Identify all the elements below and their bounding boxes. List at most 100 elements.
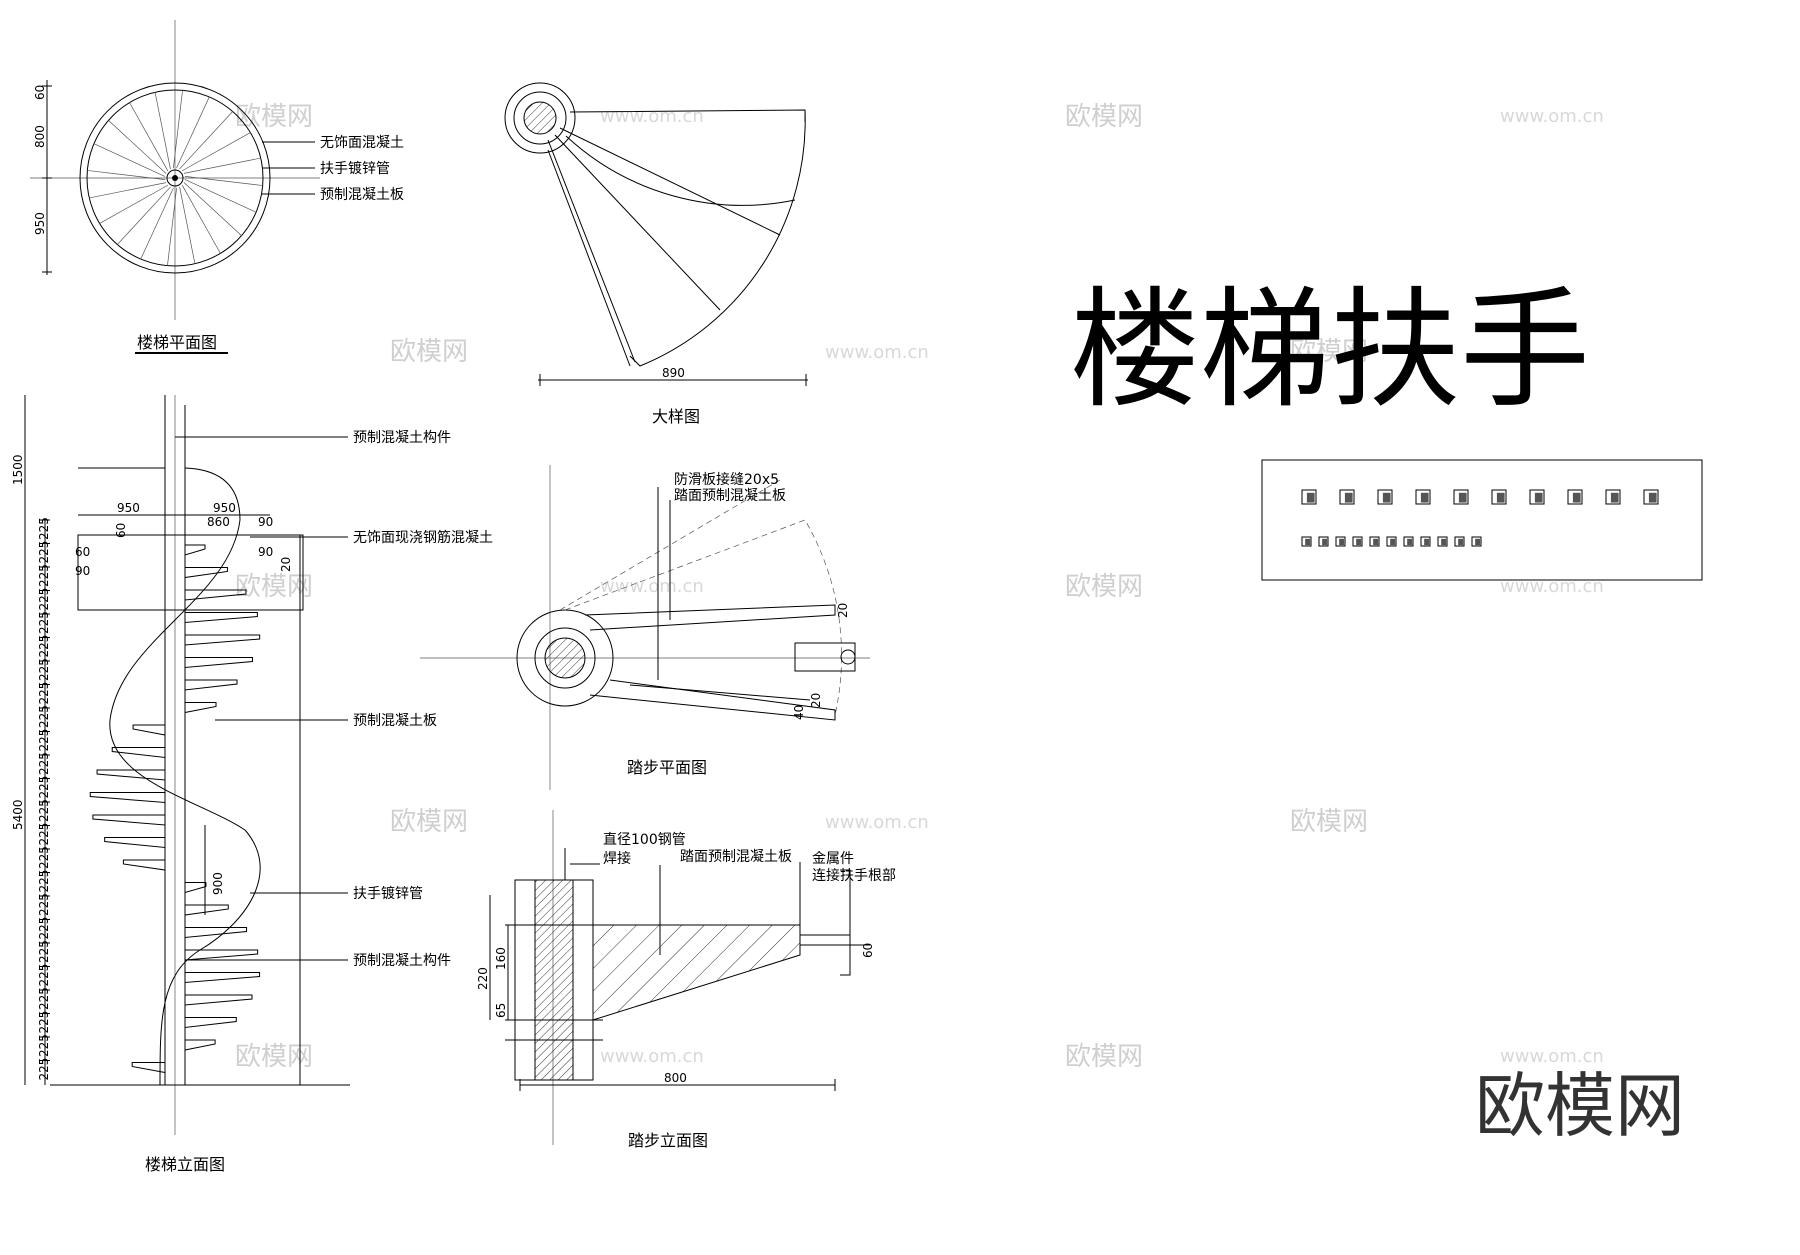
tread-spoke — [117, 186, 171, 245]
elev-step — [184, 657, 253, 669]
tread-spoke — [89, 182, 167, 199]
watermark-site: www.om.cn — [825, 812, 929, 833]
plan-label: 无饰面混凝土 — [320, 135, 404, 151]
riser-dim-label: 225 — [37, 1058, 51, 1081]
elev-step — [184, 567, 228, 579]
riser-dim-label: 225 — [37, 987, 51, 1010]
riser-dim-label: 225 — [37, 682, 51, 705]
riser-dim-label: 225 — [37, 729, 51, 752]
stair-elevation-view: 2252252252252252252252252252252252252252… — [11, 395, 493, 1174]
profile-icon-fill — [1475, 538, 1481, 546]
elev-step — [184, 634, 261, 646]
dim-label: 890 — [662, 366, 685, 380]
riser-dim-label: 225 — [37, 1011, 51, 1034]
dim-label: 60 — [861, 943, 875, 958]
watermark-brand: 欧模网 — [235, 572, 313, 602]
step-hub-ring — [534, 627, 596, 689]
elev-step — [184, 544, 206, 556]
dim-label: 950 — [117, 501, 140, 515]
plan-label: 预制混凝土板 — [320, 187, 404, 203]
dim-label: 160 — [494, 947, 508, 970]
dim-label: 90 — [258, 545, 273, 559]
dim-label: 40 — [792, 705, 806, 720]
watermark-site: www.om.cn — [600, 576, 704, 597]
elev-step — [184, 702, 217, 714]
riser-dim-label: 225 — [37, 964, 51, 987]
post-section — [523, 101, 557, 135]
tread-spoke — [181, 184, 221, 254]
step-plan-label: 防滑板接缝20x5 — [674, 471, 779, 488]
post-ring — [513, 91, 567, 145]
watermark-site: www.om.cn — [825, 342, 929, 363]
profile-icon-fill — [1610, 492, 1619, 503]
watermark-brand: 欧模网 — [390, 337, 468, 367]
tread-spokes — [87, 90, 263, 266]
step-elevation-view: 800 220 160 65 60 直径100钢管 焊接 踏面预制混凝土板 金属… — [476, 810, 896, 1150]
elev-step — [184, 1039, 216, 1051]
landing-slab — [77, 534, 304, 611]
riser-dim-label: 225 — [37, 658, 51, 681]
tread-spoke — [184, 176, 263, 186]
icon-row — [1301, 536, 1482, 547]
riser-dim-label: 225 — [37, 776, 51, 799]
watermark-layer: 欧模网 www.om.cn 欧模网 www.om.cn 欧模网 www.om.c… — [235, 102, 1604, 1072]
profile-icon-fill — [1390, 538, 1396, 546]
profile-icon-fill — [1306, 492, 1315, 503]
tread-spoke — [129, 102, 169, 172]
elev-step — [184, 972, 261, 984]
tread-rib — [554, 134, 721, 311]
plan-caption: 楼梯平面图 — [137, 333, 217, 352]
elev-step — [122, 859, 166, 871]
riser-dim-label: 225 — [37, 752, 51, 775]
elev-step — [184, 679, 238, 691]
elev-step — [132, 724, 166, 736]
riser-dim-label: 225 — [37, 893, 51, 916]
step-plan-label: 踏面预制混凝土板 — [674, 488, 786, 504]
riser-dim-label: 225 — [37, 1034, 51, 1057]
elev-step — [96, 769, 166, 781]
elev-label: 预制混凝土构件 — [353, 953, 451, 969]
steel-pipe-section — [534, 879, 574, 1081]
riser-dim-label: 225 — [37, 705, 51, 728]
step-tread-upper — [584, 604, 836, 631]
profile-icon-fill — [1496, 492, 1505, 503]
dim-label: 220 — [476, 967, 490, 990]
tread-spoke — [181, 132, 251, 172]
profile-icon-fill — [1420, 492, 1429, 503]
profile-icon-fill — [1344, 492, 1353, 503]
riser-dim-label: 225 — [37, 635, 51, 658]
elev-step — [184, 612, 258, 624]
dim-label: 65 — [494, 1003, 508, 1018]
tread-spoke — [93, 143, 166, 177]
riser-dim-label: 225 — [37, 611, 51, 634]
dim-label: 800 — [664, 1071, 687, 1085]
profile-icon-fill — [1424, 538, 1430, 546]
tread-spoke — [179, 111, 233, 170]
profile-icon-fill — [1458, 538, 1464, 546]
end-plate — [794, 642, 856, 672]
step-hub-core — [544, 637, 586, 679]
watermark-site: www.om.cn — [600, 106, 704, 127]
riser-dim-label: 225 — [37, 940, 51, 963]
elev-step — [111, 747, 166, 759]
profile-icon-fill — [1534, 492, 1543, 503]
step-elev-label: 焊接 — [603, 850, 631, 867]
profile-icon-fill — [1648, 492, 1657, 503]
dim-label: 950 — [213, 501, 236, 515]
watermark-brand: 欧模网 — [1065, 102, 1143, 132]
elev-step — [184, 904, 229, 916]
tread-spoke — [173, 90, 183, 169]
stair-plan-view: 60 800 950 无饰面混凝土 扶手镀锌管 预制混凝土板 楼梯平面图 — [30, 20, 404, 354]
dim-label: 20 — [809, 693, 823, 708]
elev-label: 预制混凝土构件 — [353, 430, 451, 446]
riser-dim-label: 225 — [37, 517, 51, 540]
profile-icon-fill — [1572, 492, 1581, 503]
end-plate-bolt — [840, 649, 856, 665]
inner-ring — [86, 89, 264, 267]
dim-label: 900 — [211, 872, 225, 895]
riser-dim-label: 225 — [37, 917, 51, 940]
detail-view: 890 大样图 — [504, 82, 808, 426]
elev-label: 无饰面现浇钢筋混凝土 — [353, 529, 493, 546]
tread-outline — [569, 109, 806, 367]
riser-dim-label: 225 — [37, 846, 51, 869]
